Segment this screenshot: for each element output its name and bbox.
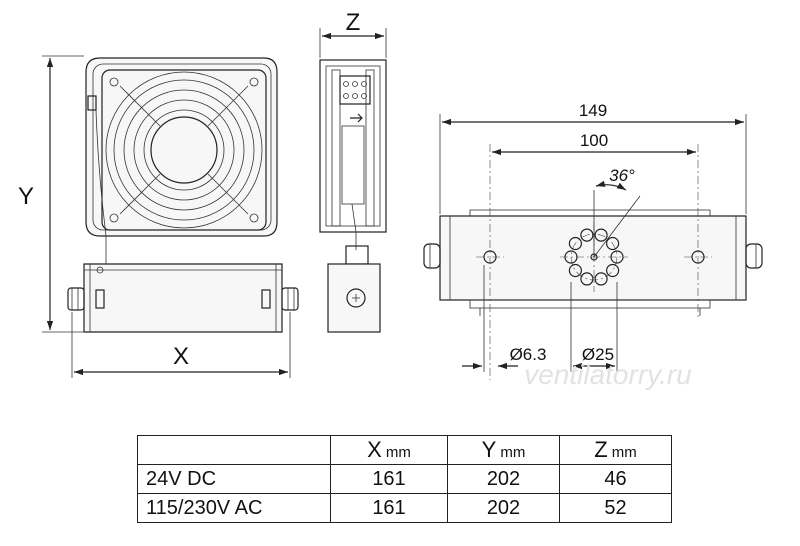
dimension-z: Z — [319, 9, 387, 58]
dimension-y: Y — [18, 55, 84, 333]
dimension-y-label: Y — [18, 183, 34, 210]
dimension-100-label: 100 — [580, 131, 608, 150]
bracket-detail — [423, 209, 763, 316]
table-cell-z: 46 — [559, 464, 672, 494]
technical-drawing: Y X Z — [18, 9, 763, 390]
side-view — [319, 59, 387, 333]
dimension-100: 100 — [489, 131, 699, 380]
dimension-z-label: Z — [346, 9, 361, 36]
table-cell-z: 52 — [559, 493, 672, 523]
table-cell-y: 202 — [447, 493, 560, 523]
dimension-angle-label: 36° — [609, 166, 635, 185]
hole-ring — [564, 228, 624, 286]
table-cell-model: 115/230V AC — [137, 493, 331, 523]
table-header-model — [137, 435, 331, 465]
table-row: 24V DC 161 202 46 — [137, 464, 672, 494]
dimension-149-label: 149 — [579, 101, 607, 120]
table-cell-x: 161 — [330, 493, 448, 523]
table-cell-y: 202 — [447, 464, 560, 494]
table-cell-model: 24V DC — [137, 464, 331, 494]
dimension-hole-diameter-label: Ø6.3 — [510, 345, 547, 364]
dimension-circle-diameter-label: Ø25 — [582, 345, 614, 364]
dimension-diameters: Ø6.3 Ø25 — [462, 265, 618, 372]
table-row: 115/230V AC 161 202 52 — [137, 493, 672, 523]
watermark: ventilatorry.ru — [524, 359, 692, 390]
dimension-149: 149 — [439, 101, 747, 214]
dimension-x-label: X — [173, 343, 189, 370]
table-cell-x: 161 — [330, 464, 448, 494]
dimension-angle: 36° — [593, 166, 641, 258]
dimension-x: X — [71, 312, 291, 378]
front-view — [67, 57, 299, 333]
